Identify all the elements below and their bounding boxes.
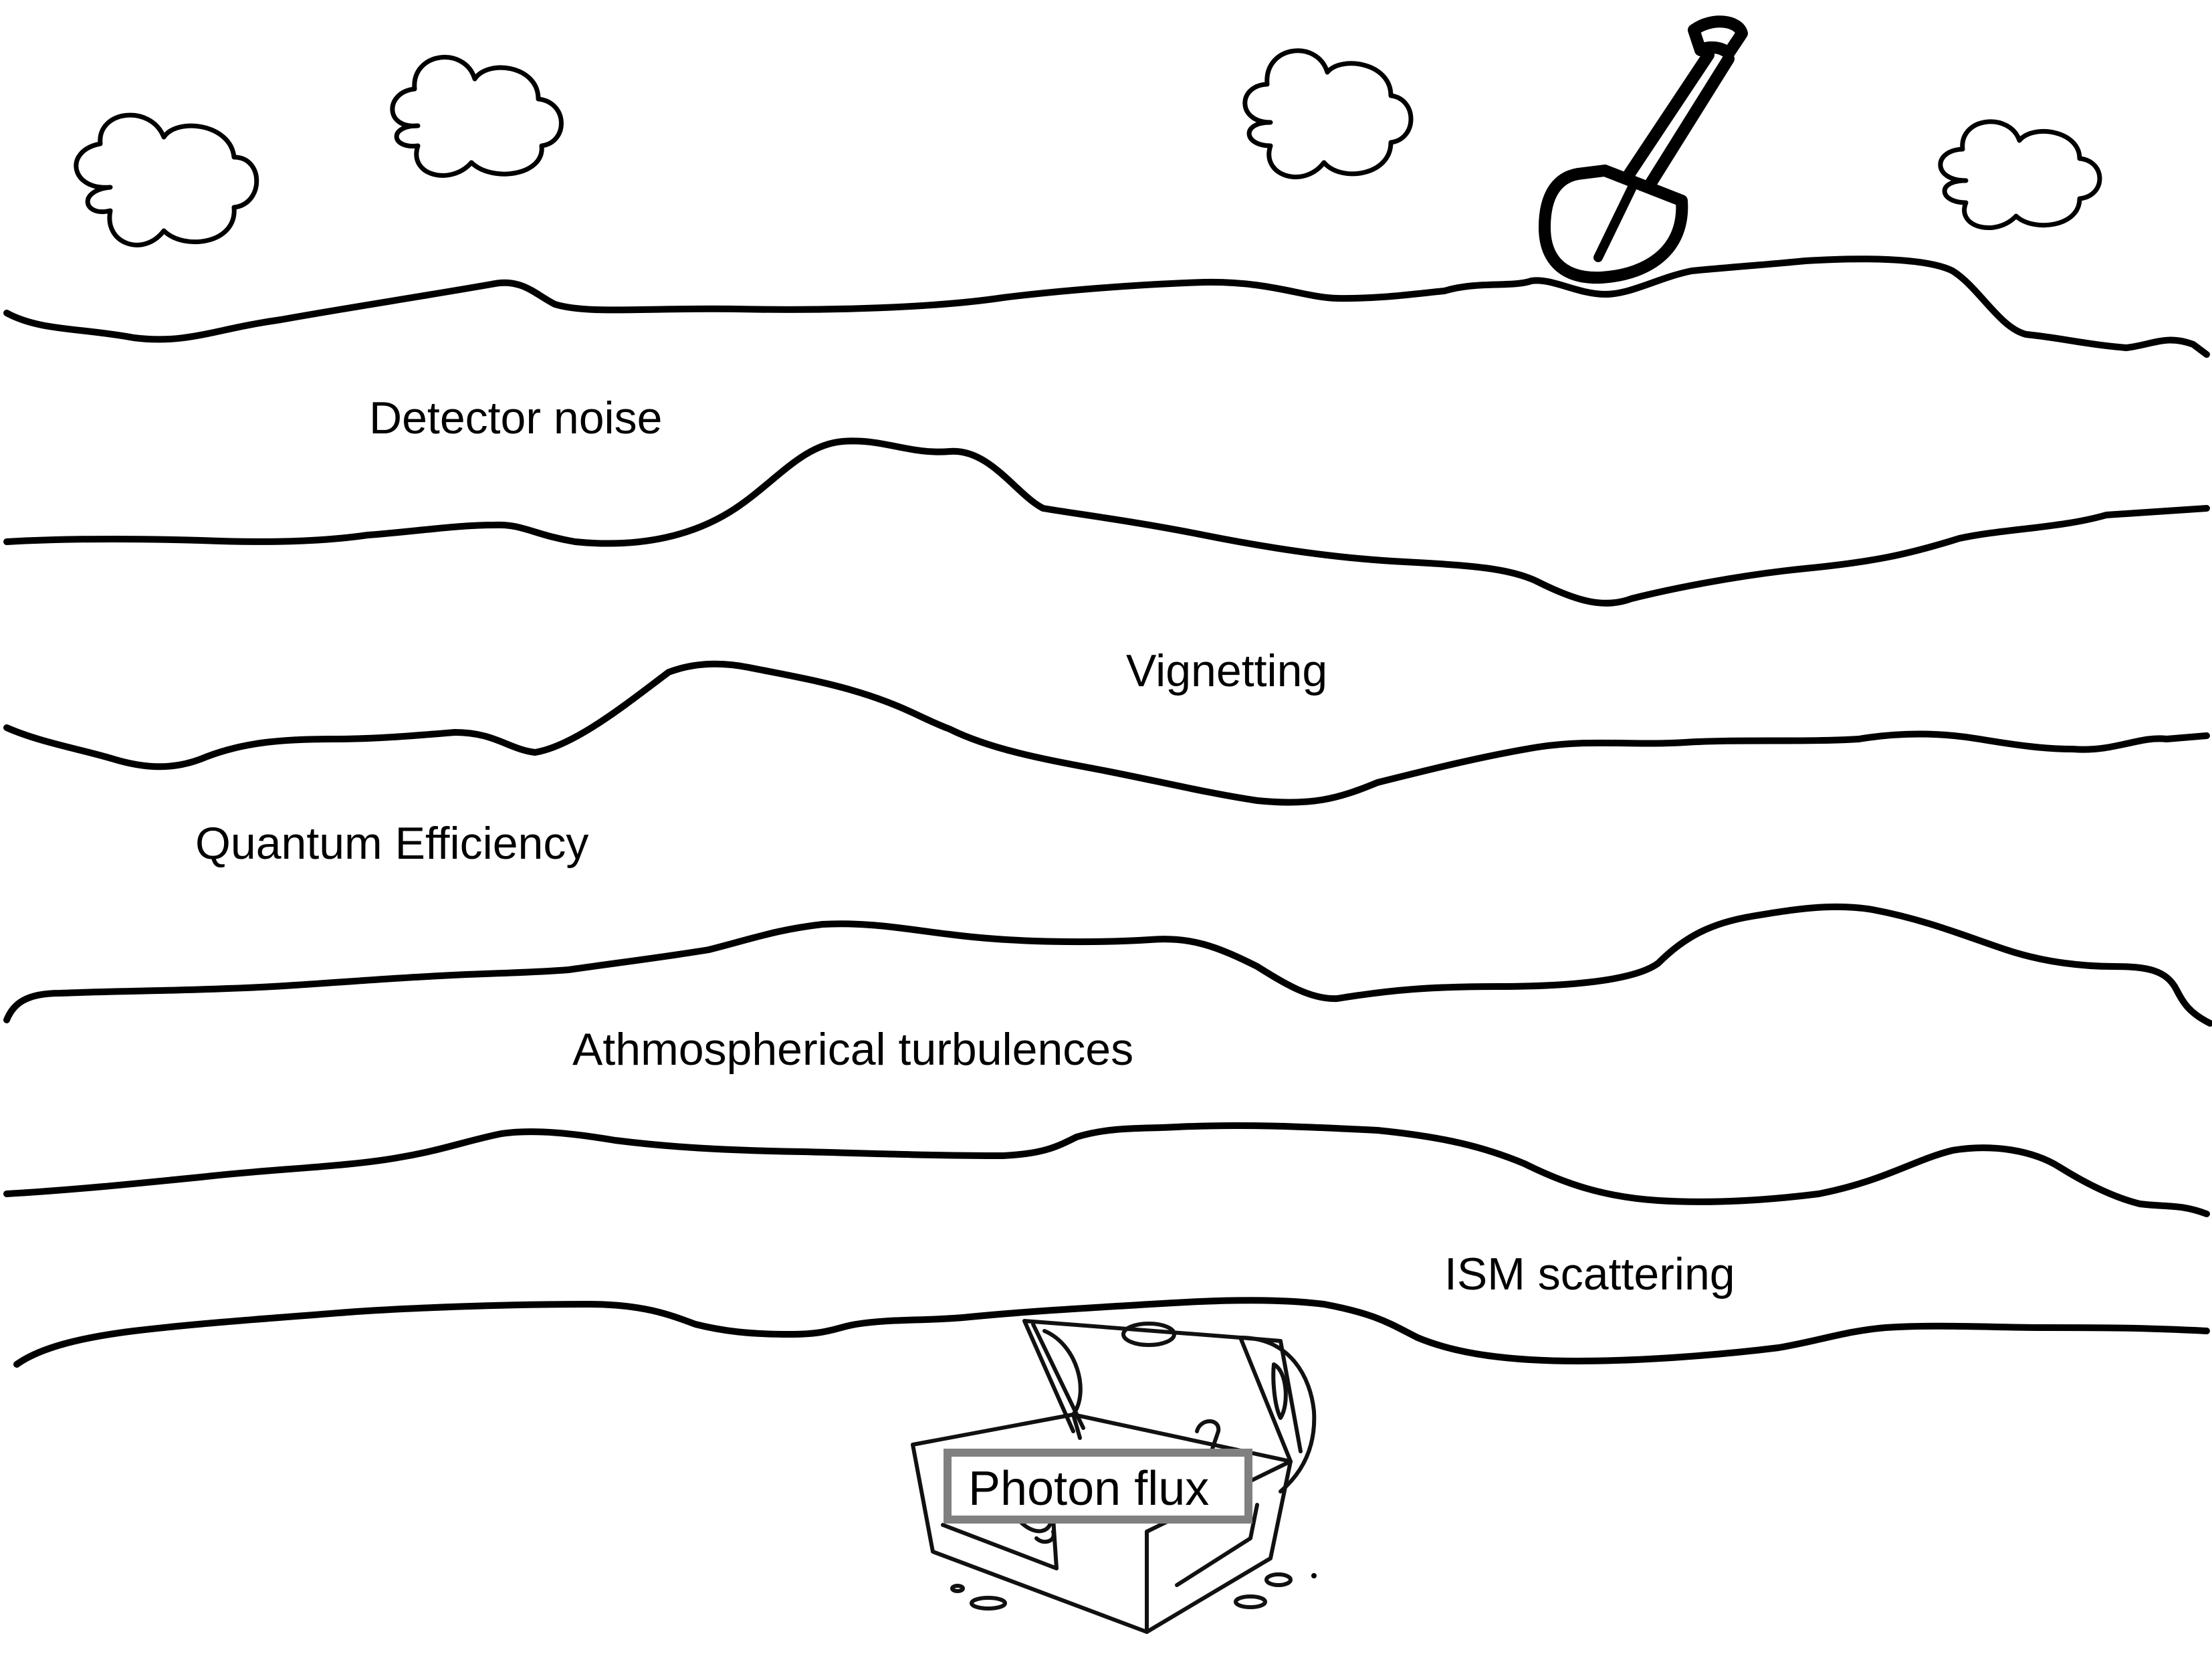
- stratum-line-6: [13, 1297, 2210, 1368]
- stratum-line-5: [3, 1122, 2210, 1217]
- stratum-line-1: [3, 255, 2210, 358]
- treasure-label-text: Photon flux: [968, 1462, 1209, 1516]
- strata: [3, 255, 2212, 1368]
- sky: [74, 48, 2102, 247]
- treasure-label: Photon flux: [944, 1449, 1252, 1524]
- label-box: [944, 1449, 1252, 1524]
- stratum-line-2: [3, 437, 2210, 607]
- stratum-line-3: [3, 660, 2210, 806]
- cloud-icon: [1938, 119, 2102, 230]
- layer-label-ism-scattering: ISM scattering: [1444, 1249, 1735, 1300]
- layer-label-detector-noise: Detector noise: [369, 393, 662, 443]
- cloud-icon: [74, 112, 259, 247]
- cloud-icon: [1242, 48, 1414, 180]
- shovel-icon: [1539, 15, 1748, 284]
- layer-label-quantum-efficiency: Quantum Efficiency: [195, 818, 588, 869]
- stratum-line-4: [3, 903, 2212, 1027]
- layer-labels: Detector noise Vignetting Quantum Effici…: [195, 393, 1735, 1300]
- cloud-icon: [390, 55, 564, 178]
- layer-label-vignetting: Vignetting: [1126, 645, 1327, 696]
- treasure-chest-icon: [911, 1319, 1317, 1634]
- layer-label-atmospheric-turbulences: Athmospherical turbulences: [572, 1024, 1133, 1075]
